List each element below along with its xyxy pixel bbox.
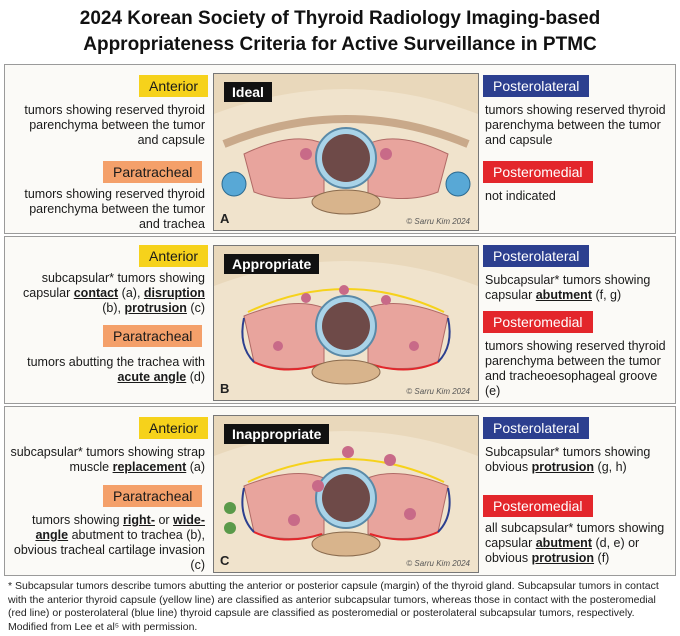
appropriate-illustration: Appropriate B © Sarru Kim 2024: [213, 245, 479, 401]
appropriate-anterior-tag: Anterior: [139, 245, 209, 267]
ideal-paratracheal-tag: Paratracheal: [103, 161, 203, 183]
ideal-posteromedial-text: not indicated: [485, 189, 556, 203]
text-part: tumors abutting the trachea with: [27, 355, 205, 369]
ideal-posteromedial-tag: Posteromedial: [483, 161, 593, 183]
ideal-signature: © Sarru Kim 2024: [406, 217, 470, 226]
emphasis-abutment: abutment: [535, 288, 592, 302]
text-part: abutment to trachea (b), obvious trachea…: [13, 528, 205, 572]
text-part: Subcapsular* tumors showing obvious: [485, 445, 651, 474]
text-part: (g, h): [594, 460, 627, 474]
panel-appropriate: Anterior subcapsular* tumors showing cap…: [4, 236, 676, 404]
emphasis-right: right-: [123, 513, 155, 527]
text-part: (a),: [118, 286, 144, 300]
text-part: (b),: [102, 301, 125, 315]
inappropriate-illustration: Inappropriate C © Sarru Kim 2024: [213, 415, 479, 573]
text-part: (c): [186, 301, 205, 315]
text-part: or: [154, 513, 174, 527]
title-line-1: 2024 Korean Society of Thyroid Radiology…: [79, 8, 601, 29]
inappropriate-anterior-tag: Anterior: [139, 417, 209, 439]
neck-cross-section: [214, 74, 478, 215]
emphasis-acute-angle: acute angle: [117, 370, 187, 384]
emphasis-contact: contact: [73, 286, 119, 300]
emphasis-disruption: disruption: [143, 286, 205, 300]
inappropriate-paratracheal-text: tumors showing right- or wide-angle abut…: [9, 513, 205, 573]
inappropriate-posteromedial-text: all subcapsular* tumors showing capsular…: [485, 521, 669, 566]
ideal-image-letter: A: [220, 211, 230, 226]
inappropriate-anterior-text: subcapsular* tumors showing strap muscle…: [9, 445, 205, 475]
appropriate-signature: © Sarru Kim 2024: [406, 387, 470, 396]
emphasis-protrusion: protrusion: [531, 460, 595, 474]
emphasis-wide-angle: wide-angle: [35, 513, 205, 542]
appropriate-posterolateral-text: Subcapsular* tumors showing capsular abu…: [485, 273, 669, 303]
ideal-image-label: Ideal: [224, 82, 272, 102]
page-title: 2024 Korean Society of Thyroid Radiology…: [0, 6, 680, 58]
inappropriate-signature: © Sarru Kim 2024: [406, 559, 470, 568]
text-part: subcapsular* tumors showing strap muscle: [10, 445, 205, 474]
inappropriate-posteromedial-tag: Posteromedial: [483, 495, 593, 517]
appropriate-posteromedial-tag: Posteromedial: [483, 311, 593, 333]
inappropriate-image-label: Inappropriate: [224, 424, 330, 444]
text-part: (a): [186, 460, 205, 474]
text-part: (f): [594, 551, 610, 565]
appropriate-posteromedial-text: tumors showing reserved thyroid parenchy…: [485, 339, 666, 398]
ideal-posterolateral-text: tumors showing reserved thyroid parenchy…: [485, 103, 666, 147]
ideal-anterior-text: tumors showing reserved thyroid parenchy…: [24, 103, 205, 147]
ideal-anterior-tag: Anterior: [139, 75, 209, 97]
appropriate-posterolateral-tag: Posterolateral: [483, 245, 590, 267]
panel-ideal: Anterior tumors showing reserved thyroid…: [4, 64, 676, 234]
ideal-paratracheal-text: tumors showing reserved thyroid parenchy…: [24, 187, 205, 231]
text-part: (d, e) or obvious: [485, 536, 640, 565]
text-part: tumors showing: [32, 513, 124, 527]
appropriate-paratracheal-tag: Paratracheal: [103, 325, 203, 347]
inappropriate-paratracheal-tag: Paratracheal: [103, 485, 203, 507]
appropriate-image-label: Appropriate: [224, 254, 320, 274]
panel-inappropriate: Anterior subcapsular* tumors showing str…: [4, 406, 676, 576]
emphasis-protrusion: protrusion: [124, 301, 187, 315]
inappropriate-image-letter: C: [220, 553, 230, 568]
text-part: all subcapsular* tumors showing capsular: [485, 521, 665, 550]
text-part: (f, g): [591, 288, 622, 302]
ideal-illustration: Ideal A © Sarru Kim 2024: [213, 73, 479, 231]
text-part: (d): [186, 370, 205, 384]
text-part: Subcapsular* tumors showing capsular: [485, 273, 651, 302]
appropriate-anterior-text: subcapsular* tumors showing capsular con…: [9, 271, 205, 316]
appropriate-paratracheal-text: tumors abutting the trachea with acute a…: [9, 355, 205, 385]
inappropriate-posterolateral-text: Subcapsular* tumors showing obvious prot…: [485, 445, 669, 475]
text-part: subcapsular* tumors showing capsular: [23, 271, 205, 300]
emphasis-abutment: abutment: [535, 536, 592, 550]
neck-cross-section: [214, 416, 478, 557]
footnote: * Subcapsular tumors describe tumors abu…: [8, 580, 659, 633]
emphasis-protrusion: protrusion: [531, 551, 595, 565]
inappropriate-posterolateral-tag: Posterolateral: [483, 417, 590, 439]
appropriate-image-letter: B: [220, 381, 230, 396]
emphasis-replacement: replacement: [112, 460, 187, 474]
ideal-posterolateral-tag: Posterolateral: [483, 75, 590, 97]
title-line-2: Appropriateness Criteria for Active Surv…: [83, 34, 597, 55]
